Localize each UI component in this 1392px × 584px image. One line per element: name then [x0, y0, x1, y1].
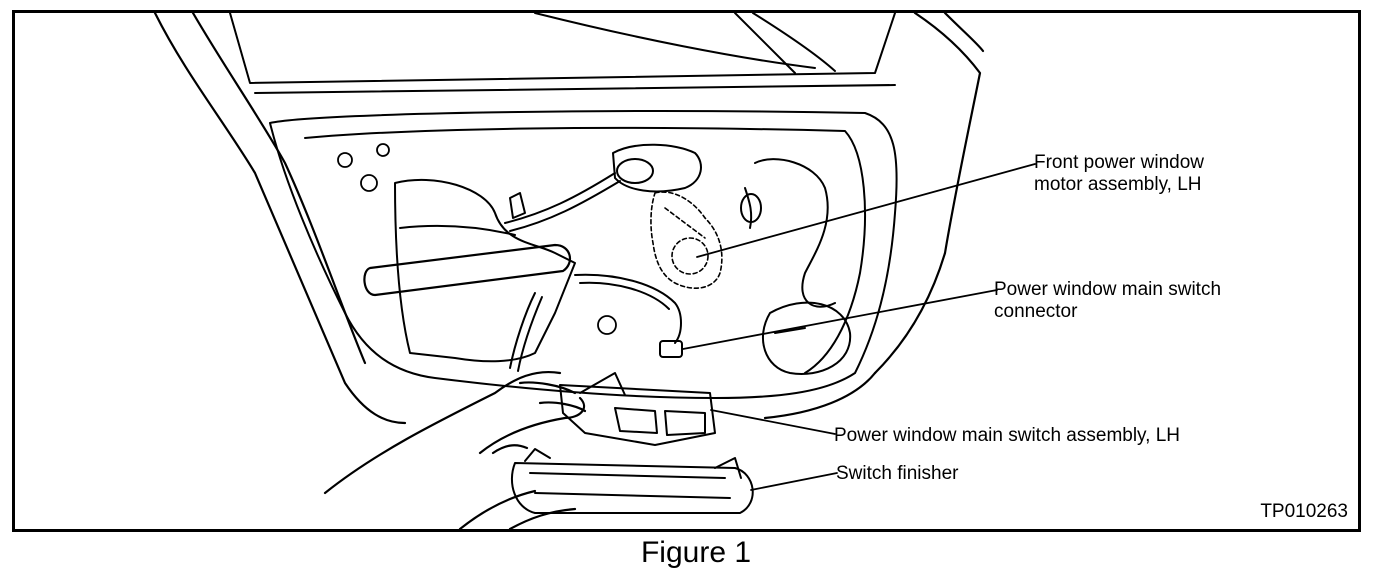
window-motor-hidden	[650, 191, 723, 289]
callout-switch-finisher: Switch finisher	[836, 463, 959, 484]
callout-switch-assembly: Power window main switch assembly, LH	[834, 425, 1180, 446]
callout-switch-connector: Power window main switch connector	[994, 279, 1221, 323]
leader-front-motor	[696, 163, 1036, 258]
service-holes	[337, 143, 617, 335]
callout-switch-connector-line1: Power window main switch	[994, 279, 1222, 300]
lower-access-opening	[394, 178, 576, 363]
window-frame	[229, 13, 896, 94]
figure-frame: Front power window motor assembly, LH Po…	[12, 10, 1361, 532]
wiring-harness	[509, 273, 683, 372]
inner-handle	[504, 143, 702, 232]
hand-and-arm	[323, 371, 587, 495]
inner-door-panel	[269, 110, 898, 399]
leader-switch-assembly	[710, 409, 836, 435]
callout-front-motor: Front power window motor assembly, LH	[1034, 152, 1204, 196]
right-wiring	[740, 158, 852, 375]
leader-switch-connector	[682, 289, 998, 350]
callout-switch-connector-line2: connector	[994, 301, 1078, 322]
armrest-grip	[363, 243, 572, 297]
switch-assembly-drawing	[559, 372, 716, 446]
door-illustration	[153, 13, 1036, 529]
figure-caption: Figure 1	[640, 536, 752, 569]
callout-front-motor-line1: Front power window	[1034, 152, 1205, 173]
figure-code: TP010263	[1260, 501, 1348, 522]
switch-finisher-drawing	[510, 448, 754, 514]
callout-front-motor-line2: motor assembly, LH	[1034, 174, 1202, 195]
lower-hand	[458, 444, 577, 529]
leader-lines	[682, 163, 1036, 491]
door-outer-panel	[153, 13, 985, 425]
leader-switch-finisher	[750, 472, 838, 491]
